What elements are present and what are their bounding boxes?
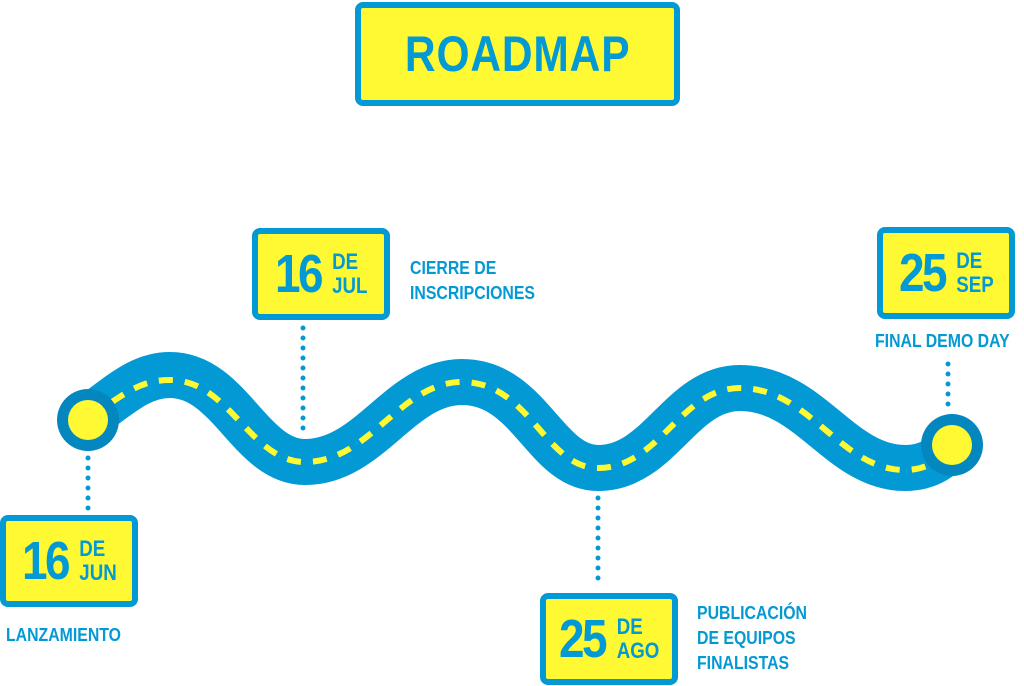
milestone-label-jul: CIERRE DE INSCRIPCIONES (410, 256, 535, 306)
date-month: AGO (616, 638, 660, 663)
date-de: DE (332, 249, 359, 274)
roadmap-title: ROADMAP (355, 2, 680, 106)
start-marker (57, 389, 119, 451)
label-line: DE EQUIPOS (697, 628, 796, 648)
date-month: JUN (79, 560, 117, 585)
road (65, 351, 975, 492)
date-day: 25 (898, 243, 948, 303)
date-day: 16 (275, 244, 324, 304)
dotted-connectors (85, 325, 951, 591)
date-month: SEP (956, 272, 994, 297)
label-line: PUBLICACIÓN (697, 603, 807, 623)
label-line: FINALISTAS (697, 653, 790, 673)
date-de: DE (79, 536, 106, 561)
date-de: DE (616, 614, 643, 639)
date-day: 25 (558, 609, 608, 669)
label-line: LANZAMIENTO (6, 625, 121, 645)
date-day: 16 (22, 531, 71, 591)
end-marker (921, 414, 983, 476)
milestone-label-ago: PUBLICACIÓN DE EQUIPOS FINALISTAS (697, 601, 807, 676)
title-text: ROADMAP (404, 26, 631, 82)
date-de: DE (956, 248, 983, 273)
milestone-label-jun: LANZAMIENTO (6, 624, 121, 646)
milestone-label-sep: FINAL DEMO DAY (875, 330, 1010, 352)
label-line: CIERRE DE (410, 258, 497, 278)
label-line: FINAL DEMO DAY (875, 331, 1010, 351)
date-month: JUL (332, 273, 368, 298)
label-line: INSCRIPCIONES (410, 283, 535, 303)
